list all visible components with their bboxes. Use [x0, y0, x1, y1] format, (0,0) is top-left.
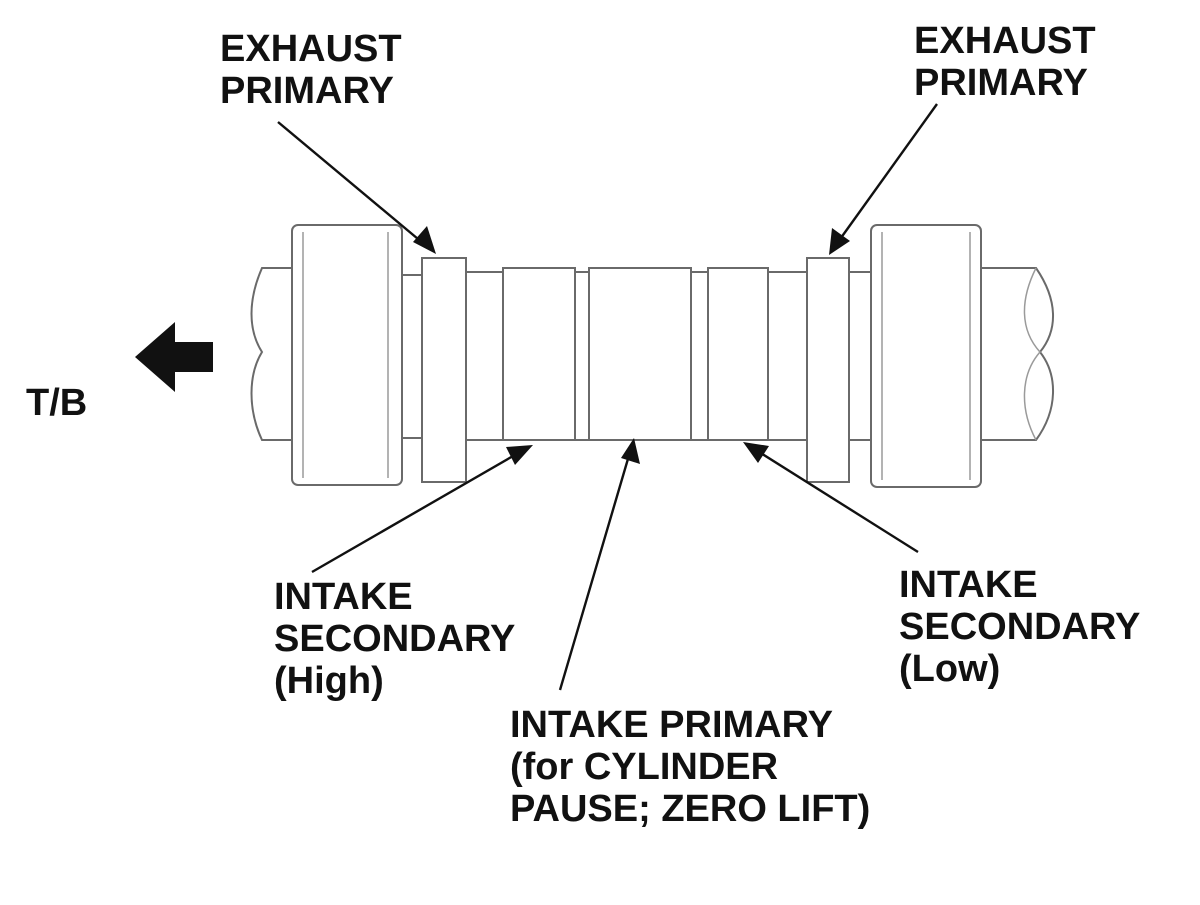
leader-exhaust-primary-right [837, 103, 938, 243]
leader-intake-primary [558, 451, 632, 691]
shaft-right-end [977, 267, 1055, 441]
spacer [767, 271, 808, 441]
label-exhaust-primary-left: EXHAUST PRIMARY [220, 28, 402, 112]
label-line: SECONDARY [899, 606, 1141, 648]
label-intake-primary: INTAKE PRIMARY (for CYLINDER PAUSE; ZERO… [510, 704, 870, 830]
label-line: PRIMARY [220, 70, 394, 112]
label-line: EXHAUST [914, 20, 1096, 62]
leader-intake-secondary-low [755, 448, 919, 554]
intake-primary-lobe [588, 267, 692, 441]
label-line: PAUSE; ZERO LIFT) [510, 788, 871, 830]
exhaust-primary-left-lobe [421, 257, 467, 483]
leader-lines [277, 103, 938, 691]
spacer [848, 271, 872, 441]
leader-head [506, 445, 533, 465]
intake-secondary-high-lobe [502, 267, 576, 441]
camshaft [250, 224, 1055, 488]
label-tb: T/B [26, 382, 87, 424]
label-line: (High) [274, 660, 384, 702]
spacer [690, 271, 709, 441]
label-line: PRIMARY [914, 62, 1088, 104]
label-line: (for CYLINDER [510, 746, 779, 788]
label-line: INTAKE PRIMARY [510, 704, 833, 746]
label-line: SECONDARY [274, 618, 516, 660]
leader-head [413, 226, 436, 254]
leader-intake-secondary-high [311, 450, 521, 574]
intake-secondary-low-lobe [707, 267, 769, 441]
leader-exhaust-primary-left [277, 121, 425, 245]
label-line: (Low) [899, 648, 1001, 690]
journal-left [291, 224, 403, 486]
label-line: INTAKE [899, 564, 1038, 606]
shaft-right-end-face [1023, 267, 1042, 441]
leader-head [829, 228, 850, 255]
label-intake-secondary-high: INTAKE SECONDARY (High) [274, 576, 515, 702]
spacer [574, 271, 590, 441]
leader-head [743, 442, 769, 463]
spacer [465, 271, 504, 441]
label-line: INTAKE [274, 576, 413, 618]
label-line: T/B [26, 382, 88, 424]
shaft-left-end [250, 267, 293, 441]
journal-right [870, 224, 982, 488]
exhaust-primary-right-lobe [806, 257, 850, 483]
label-exhaust-primary-right: EXHAUST PRIMARY [914, 20, 1096, 104]
arrow-left-icon [135, 322, 213, 392]
label-line: EXHAUST [220, 28, 402, 70]
leader-head [621, 438, 640, 464]
label-intake-secondary-low: INTAKE SECONDARY (Low) [899, 564, 1140, 690]
